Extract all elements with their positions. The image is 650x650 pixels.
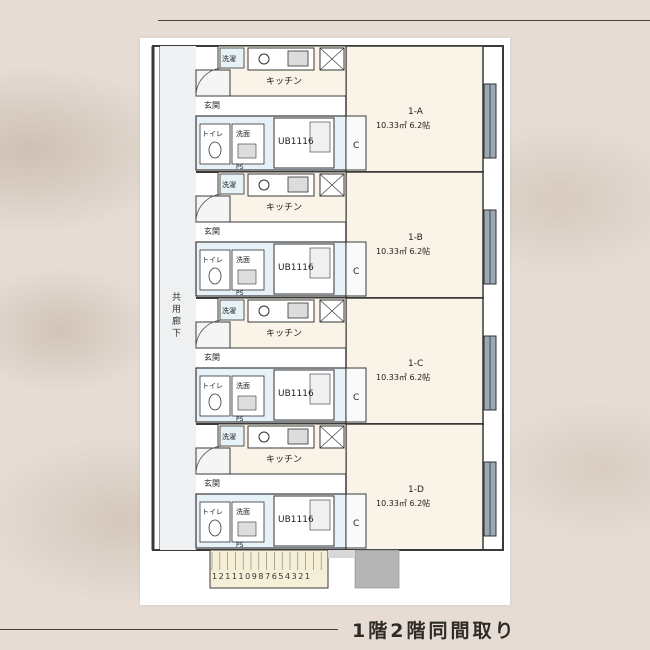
entrance-label: 玄関 [204,478,220,488]
unit-area: 10.33㎡ 6.2帖 [376,120,430,130]
entrance-door-swing [195,67,225,97]
shared-corridor-label-4: 下 [172,329,181,339]
stove-burner [258,53,270,65]
bath-label: UB1116 [278,263,314,273]
bath-label: UB1116 [278,515,314,525]
washroom-label: 洗面 [236,381,250,390]
entrance [195,321,231,349]
toilet-bowl [208,267,222,285]
room-1-B [345,171,484,299]
sink [287,176,309,193]
closet-label: C [353,267,359,277]
washing-machine-space [219,47,245,69]
closet [345,493,367,549]
kitchen-label: キッチン [266,328,302,339]
stove-burner [258,431,270,443]
unit-area: 10.33㎡ 6.2帖 [376,372,430,382]
ps-label: PS [236,542,244,549]
toilet-bowl [208,141,222,159]
toilet-label: トイレ [202,130,223,138]
kitchen-label: キッチン [266,454,302,465]
bath-label: UB1116 [278,137,314,147]
floor-plan-caption: 1階2階同間取り [352,620,517,642]
washing-machine-label: 洗濯 [222,54,236,63]
ps-label: PS [236,164,244,171]
kitchen-label: キッチン [266,76,302,87]
entrance [195,195,231,223]
toilet-bowl [208,519,222,537]
closet [345,241,367,297]
fridge-x [319,47,345,71]
stair [209,549,329,589]
closet-label: C [353,519,359,529]
unit-name: 1-D [408,485,424,495]
bathtub [309,373,331,405]
washing-machine-label: 洗濯 [222,306,236,315]
washbasin [237,521,257,537]
toilet-label: トイレ [202,508,223,516]
closet-label: C [353,141,359,151]
unit-area: 10.33㎡ 6.2帖 [376,246,430,256]
bathtub [309,247,331,279]
closet-label: C [353,393,359,403]
entrance-door-swing [195,445,225,475]
stove-burner [258,179,270,191]
bathtub [309,121,331,153]
shared-corridor-label-3: 廊 [172,315,181,327]
sink [287,50,309,67]
washbasin [237,269,257,285]
washing-machine-label: 洗濯 [222,432,236,441]
shared-corridor-label-1: 共 [172,292,181,303]
ps-label: PS [236,290,244,297]
entrance-label: 玄関 [204,100,220,110]
entrance [195,447,231,475]
entrance-label: 玄関 [204,226,220,236]
entrance-label: 玄関 [204,352,220,362]
closet [345,367,367,423]
washbasin [237,395,257,411]
toilet-label: トイレ [202,256,223,264]
washroom-label: 洗面 [236,255,250,264]
unit-name: 1-A [408,107,424,117]
washroom-label: 洗面 [236,507,250,516]
washing-machine-space [219,173,245,195]
room-1-D [345,423,484,551]
unit-name: 1-C [408,359,423,369]
equipment-block [354,549,400,589]
washing-machine-space [219,299,245,321]
shared-corridor [160,46,196,550]
shared-corridor-label-2: 用 [172,304,181,315]
top-rule [158,20,650,21]
washbasin [237,143,257,159]
washing-machine-space [219,425,245,447]
kitchen-label: キッチン [266,202,302,213]
fridge-x [319,425,345,449]
sink [287,428,309,445]
washing-machine-label: 洗濯 [222,180,236,189]
entrance [195,69,231,97]
room-1-C [345,297,484,425]
closet [345,115,367,171]
bathtub [309,499,331,531]
entrance-door-swing [195,193,225,223]
unit-name: 1-B [408,233,423,243]
washroom-label: 洗面 [236,129,250,138]
fridge-x [319,173,345,197]
toilet-label: トイレ [202,382,223,390]
sink [287,302,309,319]
fridge-x [319,299,345,323]
stair-landing [328,550,355,558]
stair-numbers: 1 2 1 1 1 0 9 8 7 6 5 4 3 2 1 [212,572,310,581]
stove-burner [258,305,270,317]
unit-area: 10.33㎡ 6.2帖 [376,498,430,508]
bottom-rule [0,629,338,630]
ps-label: PS [236,416,244,423]
entrance-door-swing [195,319,225,349]
toilet-bowl [208,393,222,411]
bath-label: UB1116 [278,389,314,399]
